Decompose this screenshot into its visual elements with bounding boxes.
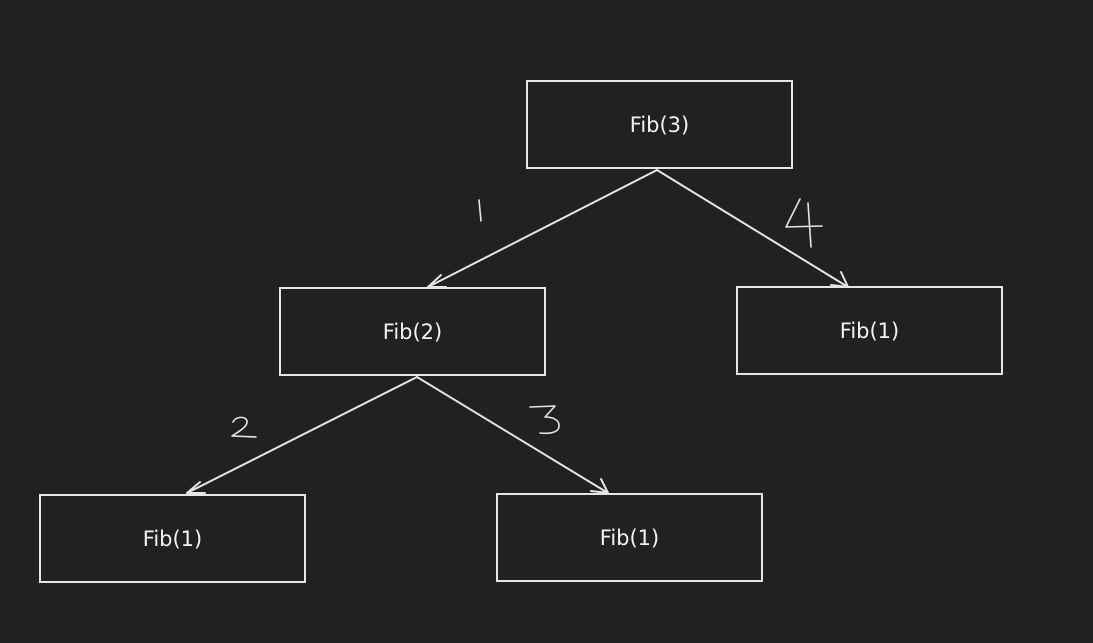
node-label: Fib(1) xyxy=(142,526,203,551)
node-fib1-leaf-left: Fib(1) xyxy=(39,494,306,583)
node-fib1-right: Fib(1) xyxy=(736,286,1003,375)
node-fib2: Fib(2) xyxy=(279,287,546,376)
node-fib3-root: Fib(3) xyxy=(526,80,793,169)
edge-fib2-to-fib1-leaf-left xyxy=(186,376,418,494)
step-number-3 xyxy=(529,405,560,435)
node-label: Fib(2) xyxy=(382,319,443,344)
step-number-1 xyxy=(478,199,482,222)
edge-fib2-to-fib1-leaf-right xyxy=(416,376,609,494)
edge-fib3-to-fib1-right xyxy=(656,169,849,288)
node-fib1-leaf-right: Fib(1) xyxy=(496,493,763,582)
node-label: Fib(1) xyxy=(599,525,660,550)
step-number-2 xyxy=(231,416,257,438)
edge-fib3-to-fib2 xyxy=(427,169,658,288)
node-label: Fib(3) xyxy=(629,112,690,137)
node-label: Fib(1) xyxy=(839,318,900,343)
step-number-4 xyxy=(785,198,823,248)
